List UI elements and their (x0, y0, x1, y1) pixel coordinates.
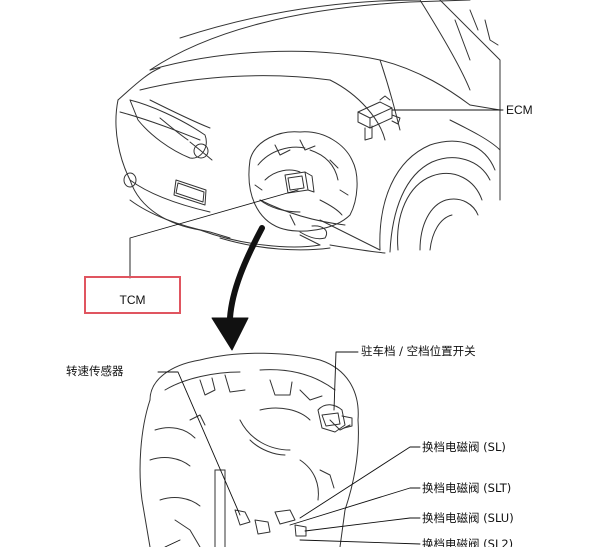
tcm-highlight-box: TCM (84, 276, 181, 314)
park-neutral-switch-label: 驻车档 / 空档位置开关 (361, 344, 476, 358)
tcm-label: TCM (119, 293, 146, 307)
engine-compartment-drawing (248, 131, 358, 232)
leader-solenoid-sl (299, 446, 421, 519)
leader-solenoid-slu (304, 517, 421, 532)
speed-sensor-label: 转速传感器 (66, 364, 124, 378)
solenoid-sl2-label: 换档电磁阀 (SL2) (422, 537, 514, 547)
leader-speed-sensor (157, 371, 241, 516)
leader-solenoid-sl2 (299, 539, 421, 545)
vehicle-body (115, 0, 501, 254)
ecm-label: ECM (506, 103, 533, 117)
leader-solenoid-slt (289, 487, 421, 526)
leader-tcm (129, 189, 299, 279)
solenoid-slt-label: 换档电磁阀 (SLT) (422, 481, 512, 495)
pointer-arrow (211, 225, 265, 351)
leader-lines (129, 109, 504, 547)
leader-extra (164, 539, 181, 547)
ecm-unit-drawing (357, 95, 401, 141)
leader-park-neutral-switch (333, 351, 359, 411)
solenoid-slu-label: 换档电磁阀 (SLU) (422, 511, 514, 525)
transaxle-drawing (139, 352, 359, 547)
solenoid-sl-label: 换档电磁阀 (SL) (422, 440, 506, 454)
